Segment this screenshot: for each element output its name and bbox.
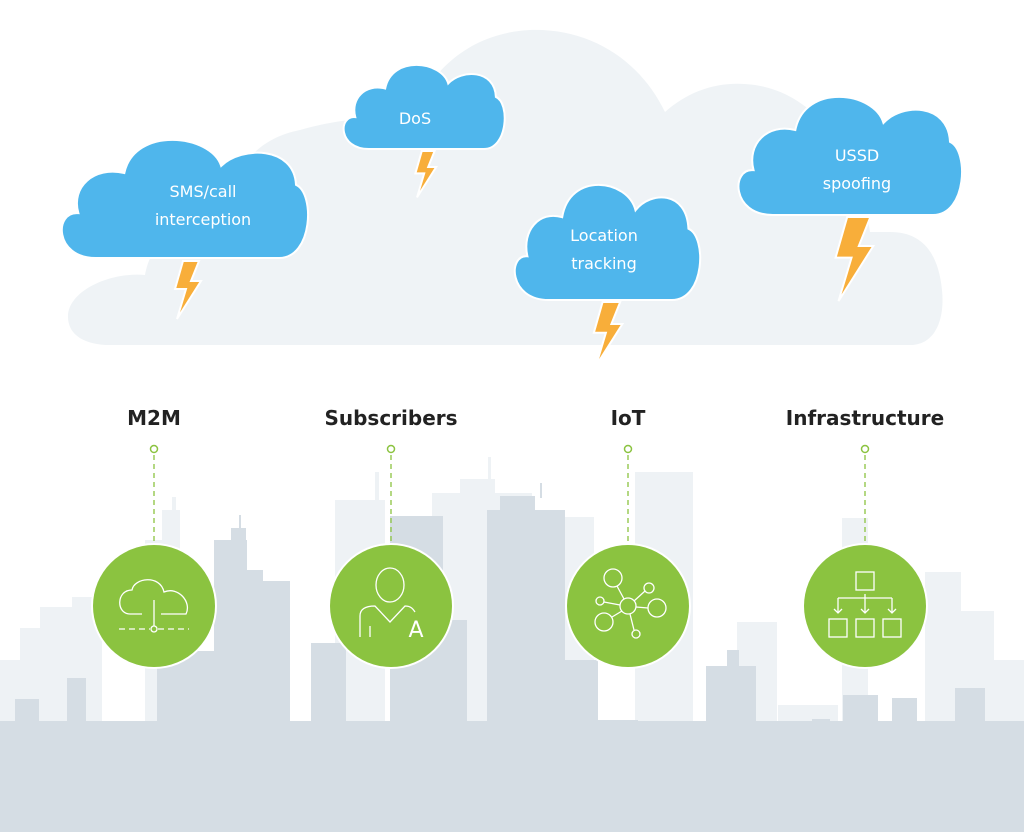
target-label: Subscribers [324, 406, 457, 430]
threat-label: USSD [835, 146, 879, 165]
svg-text:A: A [408, 618, 423, 643]
connector-dot [149, 444, 159, 454]
user-subscriber-icon: A [359, 567, 424, 643]
lightning-bolt-icon [592, 301, 625, 367]
threat-label: tracking [571, 254, 636, 273]
cloud-network-icon [119, 579, 189, 633]
iot-network-icon [594, 568, 667, 639]
threat-cloud-shape [60, 138, 309, 259]
background-cloud [67, 29, 943, 345]
threat-label: spoofing [823, 174, 891, 193]
connector-dot [623, 444, 633, 454]
threat-location-tracking: Location tracking [513, 183, 702, 367]
target-infrastructure: Infrastructure [786, 406, 944, 669]
threat-label: interception [155, 210, 251, 229]
connector-dot [860, 444, 870, 454]
threat-label: DoS [399, 109, 431, 128]
target-iot: IoT [565, 406, 691, 669]
target-label: Infrastructure [786, 406, 944, 430]
lightning-bolt-icon [173, 260, 203, 320]
threat-cloud-shape [513, 183, 702, 301]
threat-sms-call-interception: SMS/call interception [60, 138, 309, 320]
threat-ussd-spoofing: USSD spoofing [737, 95, 963, 302]
connector-dot [386, 444, 396, 454]
threat-cloud-shape [342, 64, 506, 150]
hierarchy-icon [828, 571, 902, 638]
threat-label: SMS/call [170, 182, 237, 201]
target-circle [567, 545, 689, 667]
target-m2m: M2M [91, 406, 217, 669]
target-label: M2M [127, 406, 181, 430]
threat-cloud-shape [737, 95, 963, 216]
lightning-bolt-icon [834, 216, 876, 302]
target-label: IoT [611, 406, 646, 430]
threat-dos: DoS [342, 64, 506, 198]
target-circle [330, 545, 452, 667]
lightning-bolt-icon [414, 150, 439, 198]
skyline-front [0, 483, 1024, 832]
threat-label: Location [570, 226, 638, 245]
